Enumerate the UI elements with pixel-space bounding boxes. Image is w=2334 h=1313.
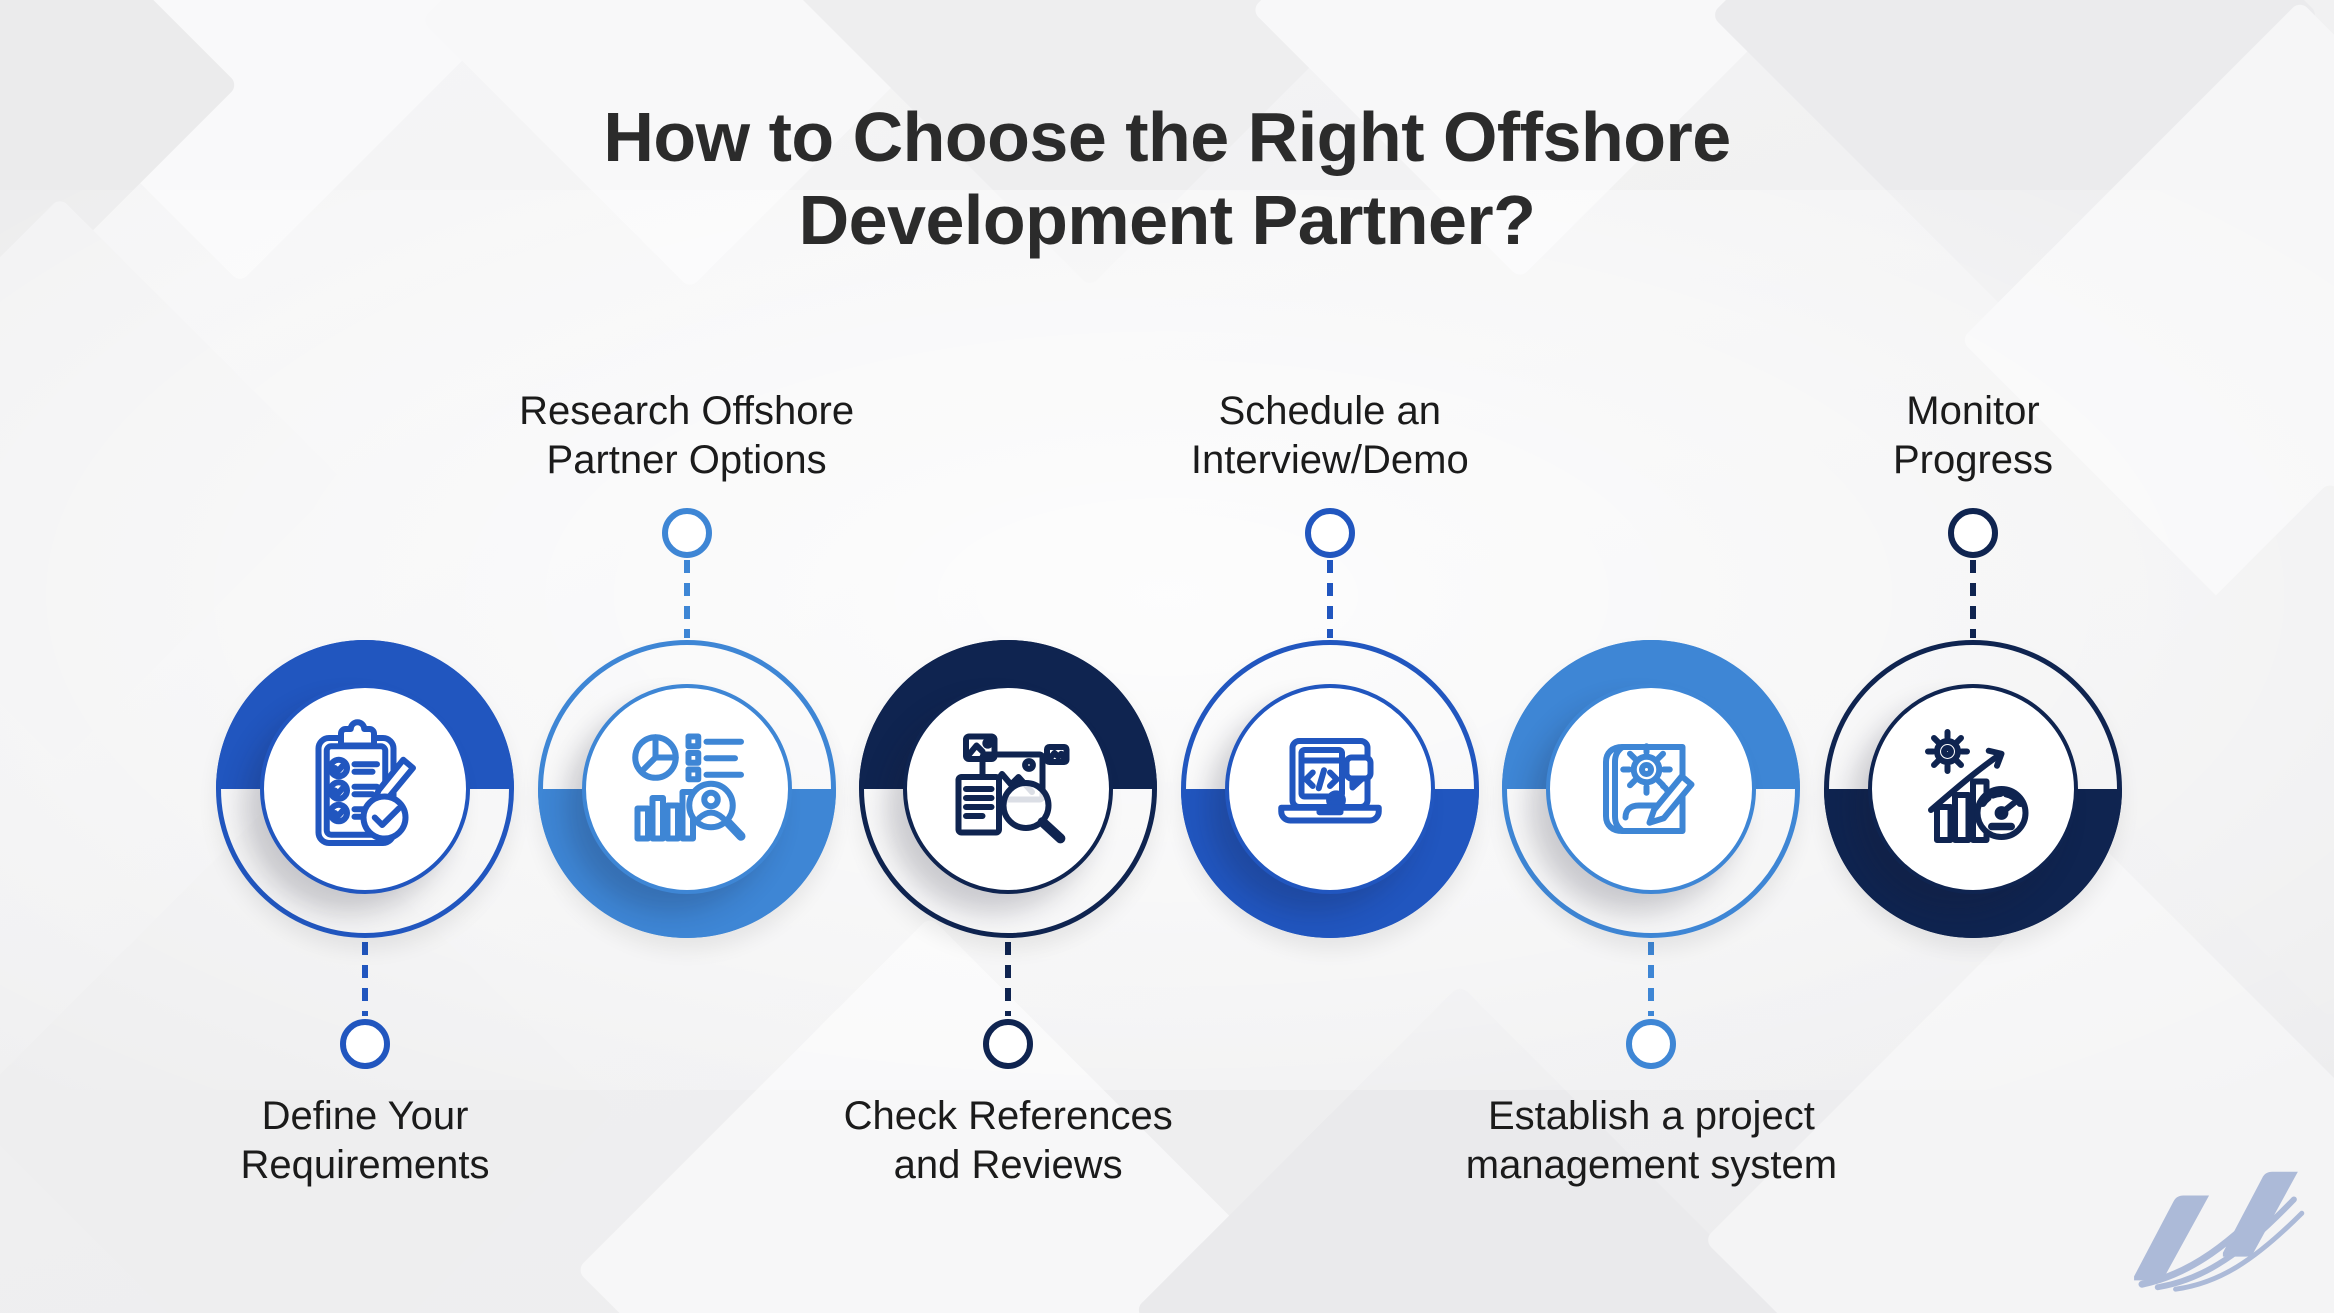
dashed-connector: [683, 560, 690, 638]
connector-dot: [661, 508, 712, 558]
step-label: Define Your Requirements: [240, 1094, 490, 1187]
icon-disc: [260, 684, 470, 894]
progress-gauge-icon: [1898, 714, 2048, 864]
step-group: Schedule an Interview/Demo: [1090, 0, 1570, 1313]
step-label: Check References and Reviews: [843, 1094, 1173, 1187]
checklist-clipboard-icon: [290, 714, 440, 864]
step-group: Define Your Requirements: [125, 0, 605, 1313]
step-circle: [1180, 640, 1479, 938]
blueprint-management-icon: [1576, 714, 1726, 864]
dashed-connector: [1326, 560, 1333, 638]
step-group: Monitor Progress: [1733, 0, 2213, 1313]
connector-dot: [1948, 508, 1998, 558]
step-label: Establish a project management system: [1465, 1094, 1838, 1187]
icon-disc: [581, 684, 792, 894]
step-group: Check References and Reviews: [768, 0, 1248, 1313]
step-group: Establish a project management system: [1411, 0, 1891, 1313]
step-label: Schedule an Interview/Demo: [1190, 389, 1469, 482]
step-circle: [1824, 640, 2122, 938]
dashed-connector: [1005, 942, 1012, 1016]
step-label: Monitor Progress: [1892, 389, 2054, 482]
icon-disc: [1224, 684, 1435, 894]
connector-dot: [1304, 508, 1355, 558]
step-circle: [859, 640, 1158, 938]
brand-logo-icon: [2118, 1156, 2310, 1304]
step-circle: [537, 640, 836, 938]
dashed-connector: [362, 942, 368, 1016]
step-group: Research Offshore Partner Options: [447, 0, 927, 1313]
dashed-connector: [1970, 560, 1976, 638]
icon-disc: [903, 684, 1114, 894]
step-label: Research Offshore Partner Options: [519, 389, 855, 482]
laptop-interview-icon: [1255, 714, 1405, 864]
research-analytics-icon: [612, 714, 762, 864]
icon-disc: [1546, 684, 1757, 894]
reference-review-icon: [933, 714, 1083, 864]
dashed-connector: [1648, 942, 1655, 1016]
connector-dot: [983, 1019, 1034, 1069]
icon-disc: [1868, 684, 2078, 894]
step-circle: [1502, 640, 1801, 938]
connector-dot: [340, 1019, 390, 1069]
connector-dot: [1626, 1019, 1677, 1069]
page-title: How to Choose the Right Offshore Develop…: [603, 98, 1731, 259]
step-circle: [216, 640, 514, 938]
